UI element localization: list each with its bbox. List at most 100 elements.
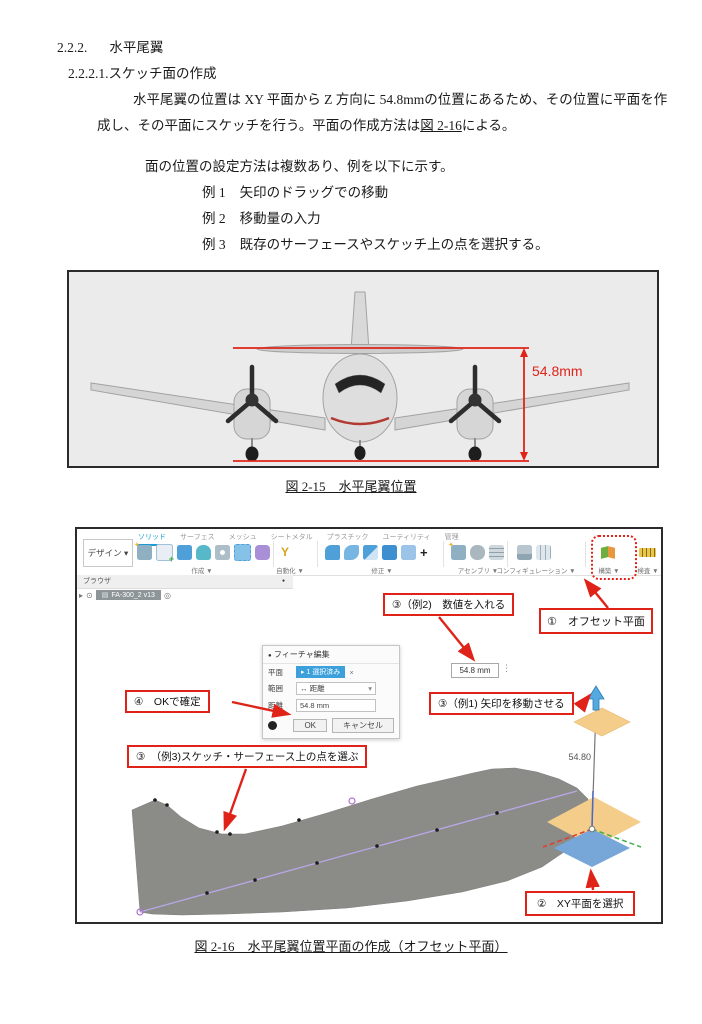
paragraph-line1: 水平尾翼の位置は XY 平面から Z 方向に 54.8mmの位置にあるため、その…: [133, 92, 668, 107]
sketch-circle-points: [136, 797, 356, 916]
insert-derive-icon[interactable]: [517, 544, 532, 560]
edit-feature-dialog: ● フィーチャ編集 平面 ▸ 1 選択済み × 範囲 ↔ 距離▾ 距離 54.8…: [262, 645, 400, 739]
browser-options-icon[interactable]: ●: [281, 578, 285, 584]
right-wing: [394, 382, 630, 431]
browser-panel-header: ブラウザ ●: [77, 575, 293, 589]
tab-manage[interactable]: 管理: [444, 534, 459, 541]
cad-toolbar: デザイン ▾ ソリッド サーフェス メッシュ シートメタル プラスチック ユーテ…: [77, 529, 661, 580]
tab-plastic[interactable]: プラスチック: [326, 534, 369, 541]
landing-gear-wheels: [245, 446, 482, 462]
dropdown-caret-icon: ▾: [368, 684, 372, 693]
callout-select-xy: ② XY平面を選択: [525, 891, 636, 916]
red-cheatline: [330, 416, 390, 426]
figure-airplane-front-view: 54.8mm: [67, 270, 659, 468]
component-tree-icon[interactable]: [489, 544, 504, 560]
input-handle-icon[interactable]: ⋮: [502, 663, 511, 673]
offset-value-input[interactable]: 54.8 mm: [451, 663, 499, 678]
design-menu-button[interactable]: デザイン ▾: [83, 539, 133, 567]
inspect-measure-icon[interactable]: [639, 547, 656, 557]
tab-solid[interactable]: ソリッド: [137, 530, 167, 546]
assemble-component-icon[interactable]: [448, 541, 466, 560]
expand-caret-icon[interactable]: ▸: [79, 590, 84, 600]
section-number: 2.2.2.: [57, 40, 88, 55]
component-name: FA-300_2 v13: [111, 591, 155, 599]
group-modify: + 修正 ▼: [325, 542, 439, 575]
sketch-line: [139, 790, 578, 913]
offset-extent-line: [591, 706, 597, 828]
callout-example1: ③（例1) 矢印を移動させる: [429, 692, 574, 715]
info-icon[interactable]: [268, 721, 277, 730]
fuselage: [322, 353, 398, 443]
dimension-label: 54.8mm: [532, 363, 583, 379]
revolve-icon[interactable]: [196, 544, 211, 560]
tab-mesh[interactable]: メッシュ: [228, 534, 257, 541]
loft-icon[interactable]: [234, 543, 251, 561]
dialog-titlebar[interactable]: ● フィーチャ編集: [263, 646, 399, 664]
combine-icon[interactable]: [382, 544, 397, 560]
tab-surface[interactable]: サーフェス: [180, 534, 215, 541]
figure2-caption: 図 2-16 水平尾翼位置平面の作成（オフセット平面）: [194, 939, 508, 954]
group-label[interactable]: 検査 ▼: [637, 568, 659, 575]
extent-type-dropdown[interactable]: ↔ 距離▾: [296, 682, 376, 695]
extrude-icon[interactable]: [177, 544, 192, 560]
list-intro: 面の位置の設定方法は複数あり、例を以下に示す。: [145, 159, 454, 174]
ok-button[interactable]: OK: [293, 719, 327, 732]
joint-icon[interactable]: [470, 544, 485, 560]
group-label[interactable]: アセンブリ ▼: [457, 568, 499, 575]
distance-icon: ↔: [300, 684, 308, 693]
construct-highlight-dotted-box: [591, 535, 637, 580]
sketch-points: [153, 798, 499, 895]
tab-utility[interactable]: ユーティリティ: [382, 534, 431, 541]
tab-sheetmetal[interactable]: シートメタル: [270, 534, 313, 541]
group-label[interactable]: コンフィギュレーション ▼: [496, 568, 576, 575]
group-label[interactable]: 構築 ▼: [598, 568, 620, 575]
clear-selection-icon[interactable]: ×: [349, 667, 354, 677]
fillet-icon[interactable]: [344, 544, 359, 560]
radio-activate-icon[interactable]: ◎: [163, 590, 171, 600]
group-label[interactable]: 自動化 ▼: [276, 568, 304, 575]
browser-tree-item[interactable]: ▸ ⊙ ▤FA-300_2 v13 ◎: [79, 590, 171, 600]
origin-point: [588, 825, 596, 833]
configuration-table-icon[interactable]: [536, 544, 551, 560]
offset-plane-preview: [573, 707, 631, 737]
create-sketch-icon[interactable]: +: [156, 543, 174, 564]
horizontal-tailplane: [256, 344, 464, 354]
x-axis: [542, 828, 593, 848]
airplane-illustration: 54.8mm: [90, 291, 630, 462]
group-label[interactable]: 作成 ▼: [191, 568, 213, 575]
group-label[interactable]: 修正 ▼: [371, 568, 393, 575]
windshield: [334, 374, 386, 394]
primitive-icon[interactable]: [255, 544, 270, 560]
plane-selected-chip[interactable]: ▸ 1 選択済み: [296, 666, 346, 678]
sweep-icon[interactable]: [215, 544, 230, 560]
cursor-icon: ▸: [301, 669, 305, 676]
fuselage-sketch-surface: [131, 767, 590, 916]
automate-script-icon[interactable]: Y: [281, 545, 290, 559]
xy-plane: [554, 829, 630, 867]
press-pull-icon[interactable]: [325, 544, 340, 560]
move-icon[interactable]: +: [420, 544, 428, 560]
callout-offset-plane: ① オフセット平面: [539, 608, 653, 634]
group-construct: 構築 ▼: [598, 542, 622, 575]
vertical-fin: [350, 291, 370, 351]
new-component-icon[interactable]: [134, 541, 152, 560]
offset-dimension-text: 54.80: [568, 752, 591, 762]
callout-example3: ③ （例3)スケッチ・サーフェース上の点を選ぶ: [127, 745, 368, 768]
origin-vertical-planes: [547, 797, 641, 847]
dialog-grip-icon: ●: [268, 653, 272, 659]
subsection-heading: 2.2.2.1.スケッチ面の作成: [68, 66, 217, 81]
figure-reference-link[interactable]: 図 2-16: [420, 118, 462, 133]
y-axis: [591, 828, 642, 848]
offset-face-icon[interactable]: [401, 544, 416, 560]
distance-input[interactable]: 54.8 mm: [296, 699, 376, 712]
shell-icon[interactable]: [363, 544, 378, 560]
group-inspect: 検査 ▼: [637, 542, 661, 575]
propellers: [225, 364, 502, 424]
cancel-button[interactable]: キャンセル: [332, 718, 394, 733]
left-wing: [90, 382, 326, 431]
visibility-eye-icon[interactable]: ⊙: [86, 590, 93, 600]
document-icon: ▤: [101, 592, 109, 599]
